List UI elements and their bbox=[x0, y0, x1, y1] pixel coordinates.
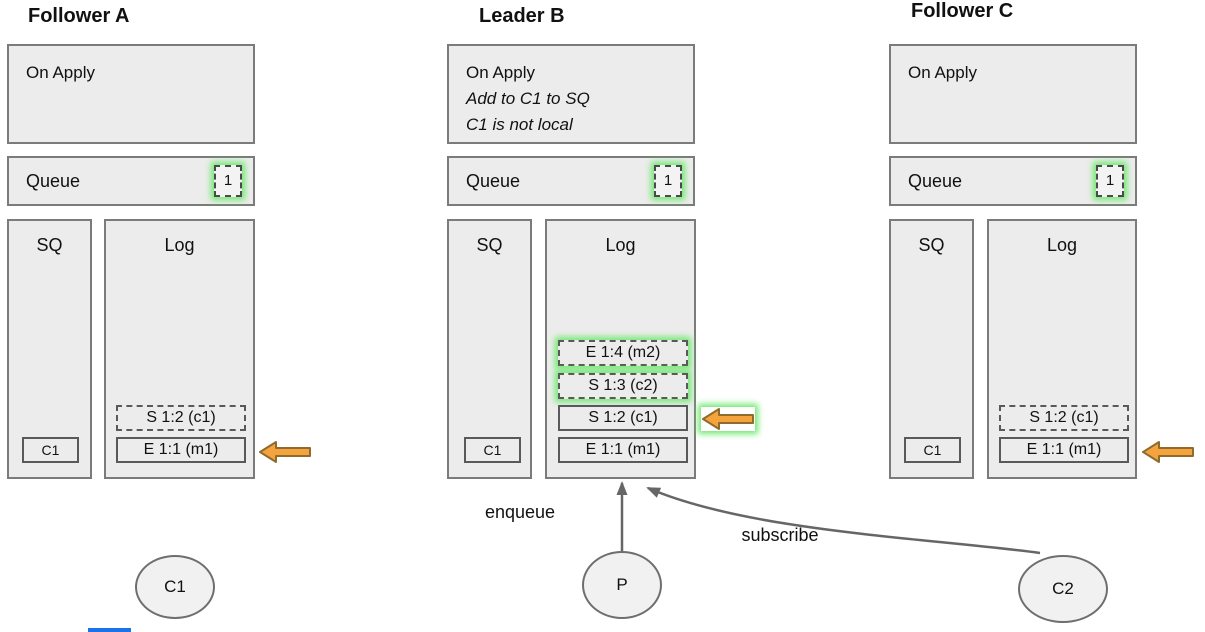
log-entry: S 1:3 (c2) bbox=[558, 373, 688, 399]
actor-p: P bbox=[582, 551, 662, 619]
on-apply-note: C1 is not local bbox=[466, 115, 573, 134]
actor-c1: C1 bbox=[135, 555, 215, 619]
sq-item-c1-a: C1 bbox=[22, 437, 79, 463]
queue-label-a: Queue bbox=[26, 170, 81, 191]
log-entry: E 1:4 (m2) bbox=[558, 340, 688, 366]
on-apply-label-c: On Apply bbox=[908, 63, 977, 82]
sq-label-b: SQ bbox=[476, 235, 503, 255]
on-apply-label-a: On Apply bbox=[26, 63, 95, 82]
log-entry: E 1:1 (m1) bbox=[999, 437, 1129, 463]
queue-count-badge-a: 1 bbox=[214, 165, 242, 197]
sq-item-c1-c: C1 bbox=[904, 437, 961, 463]
log-entry: E 1:1 (m1) bbox=[116, 437, 246, 463]
log-box-c: Log S 1:2 (c1) E 1:1 (m1) bbox=[987, 219, 1137, 479]
enqueue-label: enqueue bbox=[484, 502, 556, 522]
actor-c2: C2 bbox=[1018, 555, 1108, 623]
sq-box-b: SQ C1 bbox=[447, 219, 532, 479]
on-apply-note: Add to C1 to SQ bbox=[466, 89, 590, 108]
queue-count-badge-b: 1 bbox=[654, 165, 682, 197]
sq-item-c1-b: C1 bbox=[464, 437, 521, 463]
log-label-c: Log bbox=[1046, 235, 1078, 255]
sq-box-a: SQ C1 bbox=[7, 219, 92, 479]
log-entry: E 1:1 (m1) bbox=[558, 437, 688, 463]
log-label-a: Log bbox=[164, 235, 195, 255]
sq-label-a: SQ bbox=[36, 235, 63, 255]
queue-label-b: Queue bbox=[466, 170, 521, 191]
apply-pointer-arrow-left-icon bbox=[1141, 440, 1195, 464]
on-apply-box-b: On Apply Add to C1 to SQ C1 is not local bbox=[447, 44, 695, 144]
queue-label-c: Queue bbox=[908, 170, 963, 191]
queue-box-c: Queue 1 bbox=[889, 156, 1137, 206]
sq-box-c: SQ C1 bbox=[889, 219, 974, 479]
queue-box-b: Queue 1 bbox=[447, 156, 695, 206]
log-box-a: Log S 1:2 (c1) E 1:1 (m1) bbox=[104, 219, 255, 479]
node-title-follower-a: Follower A bbox=[28, 5, 130, 27]
on-apply-label-b: On Apply bbox=[466, 63, 535, 82]
log-label-b: Log bbox=[605, 235, 636, 255]
log-entry: S 1:2 (c1) bbox=[116, 405, 246, 431]
log-entry: S 1:2 (c1) bbox=[558, 405, 688, 431]
node-title-follower-c: Follower C bbox=[911, 0, 1014, 22]
apply-pointer-arrow-left-icon bbox=[258, 440, 312, 464]
apply-pointer-arrow-left-icon bbox=[701, 407, 755, 431]
subscribe-label: subscribe bbox=[741, 525, 819, 545]
log-box-b: Log E 1:4 (m2) S 1:3 (c2) S 1:2 (c1) E 1… bbox=[545, 219, 696, 479]
log-entry: S 1:2 (c1) bbox=[999, 405, 1129, 431]
node-title-leader-b: Leader B bbox=[479, 5, 565, 27]
blue-strip-artifact bbox=[88, 628, 131, 632]
on-apply-box-c: On Apply bbox=[889, 44, 1137, 144]
queue-box-a: Queue 1 bbox=[7, 156, 255, 206]
sq-label-c: SQ bbox=[918, 235, 945, 255]
queue-count-badge-c: 1 bbox=[1096, 165, 1124, 197]
on-apply-box-a: On Apply bbox=[7, 44, 255, 144]
